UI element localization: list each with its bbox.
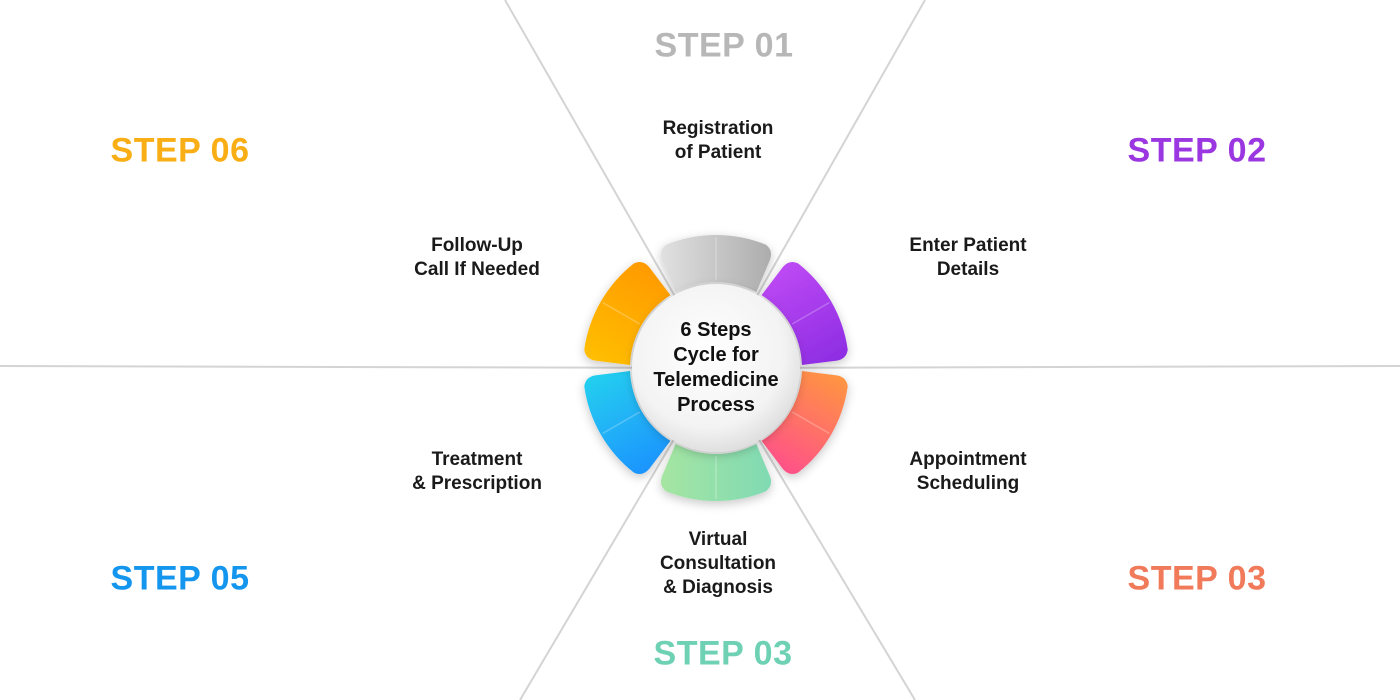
step-02-description-line: Enter Patient (909, 235, 1027, 256)
step-01-description-line: Registration (662, 118, 774, 139)
step-06-description: Follow-Up Call If Needed (414, 234, 540, 282)
center-title: 6 Steps Cycle for Telemedicine Process (653, 318, 778, 418)
step-06-description-line: Follow-Up (431, 235, 523, 256)
step-04-description-line: & Diagnosis (663, 577, 773, 598)
cycle-wheel (584, 234, 848, 502)
segment-facet-line (791, 301, 830, 325)
wheel-segment-step-1 (660, 234, 772, 293)
step-05-label: STEP 05 (110, 559, 250, 598)
step-05-description: Treatment & Prescription (412, 448, 542, 496)
step-02-label: STEP 02 (1127, 131, 1267, 170)
divider-line (715, 365, 1400, 369)
step-02-description-line: Details (936, 259, 1000, 280)
step-04-description: Virtual Consultation & Diagnosis (660, 528, 776, 600)
step-04-description-line: Consultation (659, 553, 777, 574)
step-01-label: STEP 01 (654, 26, 794, 65)
step-02-description: Enter Patient Details (909, 234, 1026, 282)
step-03-description-line: Appointment (909, 449, 1027, 470)
center-hub (632, 284, 800, 452)
center-title-line: Telemedicine (653, 369, 779, 391)
center-title-line: Cycle for (673, 344, 759, 366)
divider-line (0, 365, 717, 369)
step-01-description-line: of Patient (674, 142, 762, 163)
wheel-segment-step-4 (660, 443, 772, 502)
wheel-segment-step-6 (584, 261, 671, 365)
step-03-description-line: Scheduling (916, 473, 1020, 494)
step-06-description-line: Call If Needed (414, 259, 540, 280)
segment-facet-line (602, 411, 641, 435)
step-01-description: Registration of Patient (663, 117, 774, 165)
step-04-label: STEP 03 (653, 634, 793, 673)
wheel-segment-step-2 (761, 261, 848, 365)
step-06-label: STEP 06 (110, 131, 250, 170)
step-05-description-line: Treatment (431, 449, 523, 470)
step-03-label: STEP 03 (1127, 559, 1267, 598)
step-03-description: Appointment Scheduling (909, 448, 1026, 496)
step-05-description-line: & Prescription (412, 473, 542, 494)
segment-facet-line (602, 301, 641, 325)
wheel-segment-step-3 (761, 371, 848, 475)
step-04-description-line: Virtual (688, 529, 748, 550)
wheel-segment-step-5 (584, 371, 671, 475)
center-title-line: 6 Steps (680, 319, 752, 341)
center-title-line: Process (677, 394, 755, 416)
segment-facet-line (791, 411, 830, 435)
